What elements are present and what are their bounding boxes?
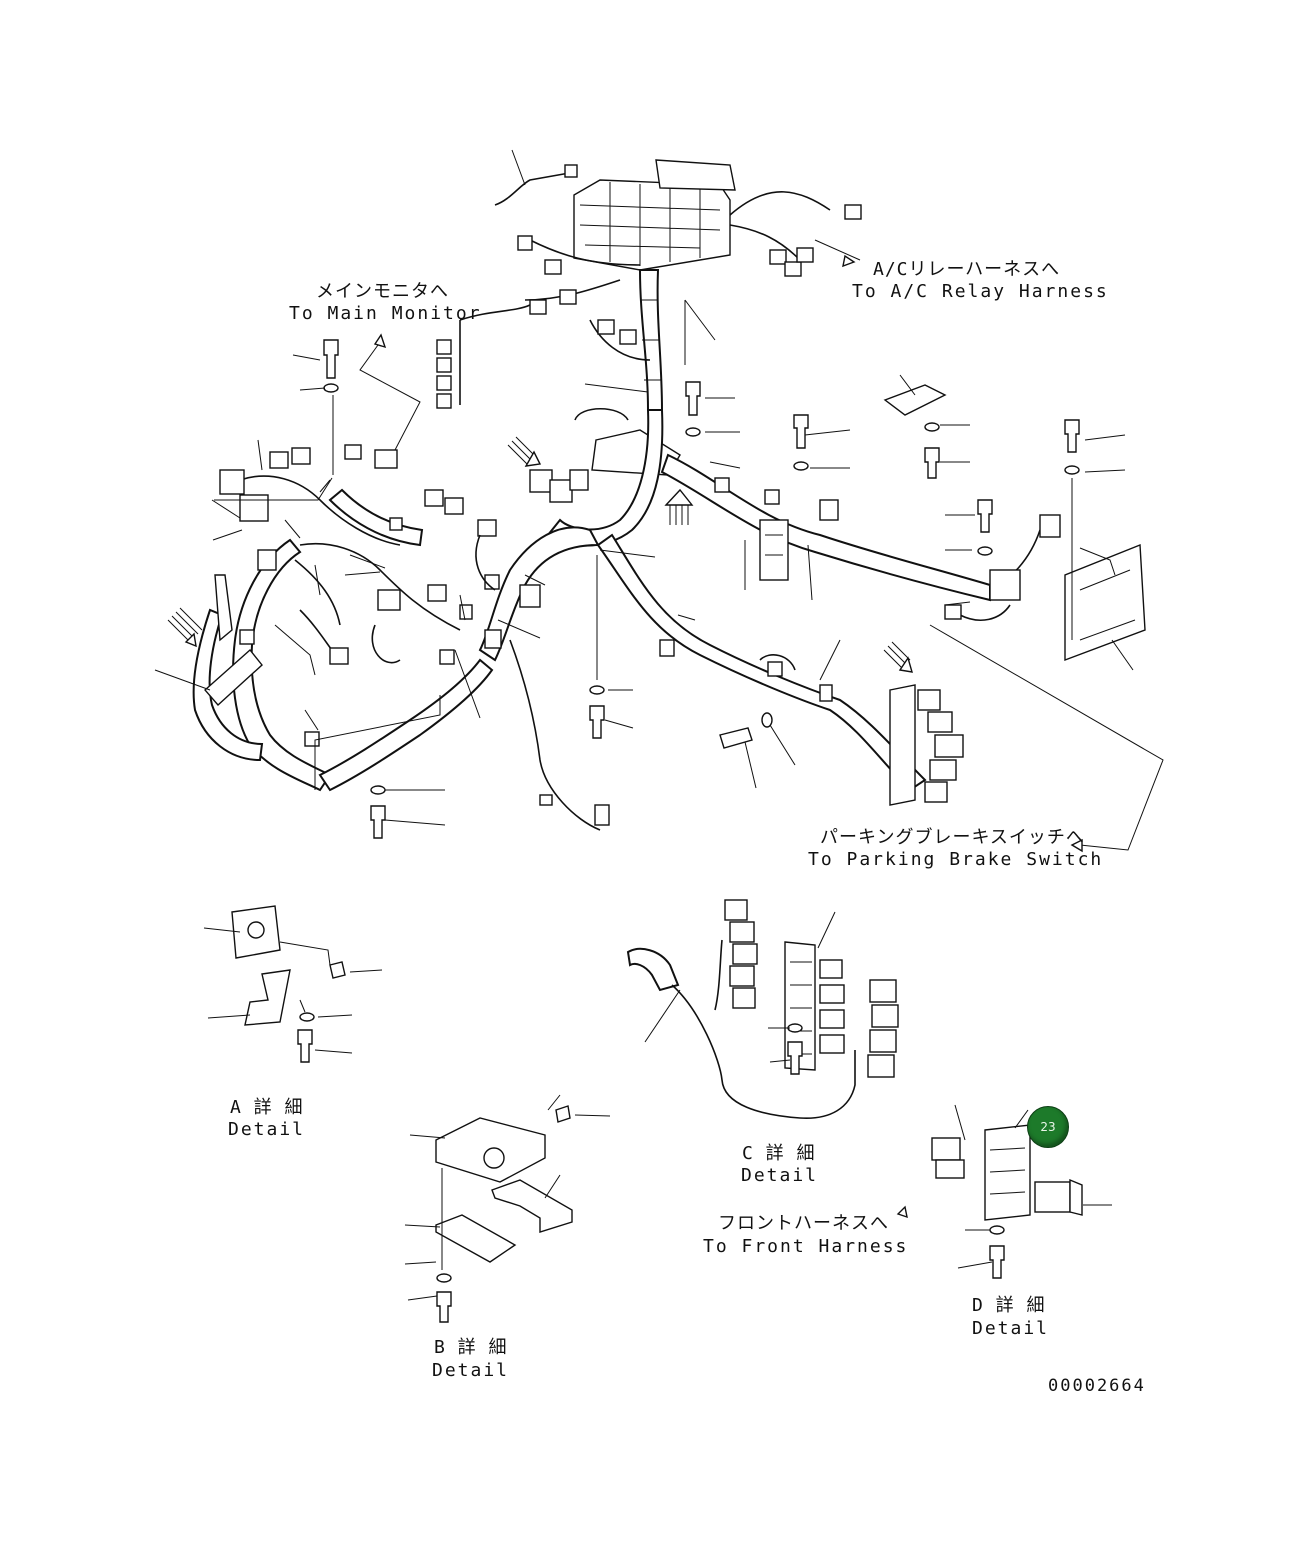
ac-relay-label-en: To A/C Relay Harness	[852, 281, 1109, 302]
detail-b-drawing	[404, 1094, 611, 1323]
detail-c-label-en: Detail	[741, 1165, 819, 1186]
fasteners	[323, 339, 1080, 839]
detail-d-label-jp: D 詳 細	[972, 1295, 1046, 1316]
main-monitor-label-jp: メインモニタへ	[316, 281, 449, 302]
parking-bracket	[889, 684, 964, 806]
front-harness-label-en: To Front Harness	[703, 1236, 909, 1257]
detail-c-label-jp: C 詳 細	[742, 1143, 816, 1164]
part-callout-23[interactable]: 23	[1027, 1106, 1069, 1148]
detail-b-label-jp: B 詳 細	[434, 1337, 508, 1358]
left-harness	[192, 444, 610, 831]
ac-relay-label-jp: A/Cリレーハーネスへ	[873, 259, 1061, 280]
right-harness	[944, 514, 1146, 662]
detail-a-drawing	[203, 905, 383, 1063]
detail-b-label-en: Detail	[432, 1360, 510, 1381]
main-monitor-label-en: To Main Monitor	[289, 303, 482, 324]
parking-brake-label-en: To Parking Brake Switch	[808, 849, 1104, 870]
main-harness	[436, 159, 862, 411]
detail-d-drawing	[931, 1104, 1112, 1279]
front-harness-label-jp: フロントハーネスへ	[718, 1213, 889, 1234]
detail-c-drawing	[626, 899, 899, 1119]
callout-number: 23	[1040, 1120, 1056, 1134]
direction-arrows	[167, 254, 1083, 1219]
detail-d-label-en: Detail	[972, 1318, 1050, 1339]
detail-a-label-en: Detail	[228, 1119, 306, 1140]
parking-brake-label-jp: パーキングブレーキスイッチへ	[820, 827, 1085, 848]
leader-lines	[154, 149, 1164, 851]
detail-a-label-jp: A 詳 細	[230, 1097, 304, 1118]
drawing-number: 00002664	[1048, 1376, 1146, 1396]
